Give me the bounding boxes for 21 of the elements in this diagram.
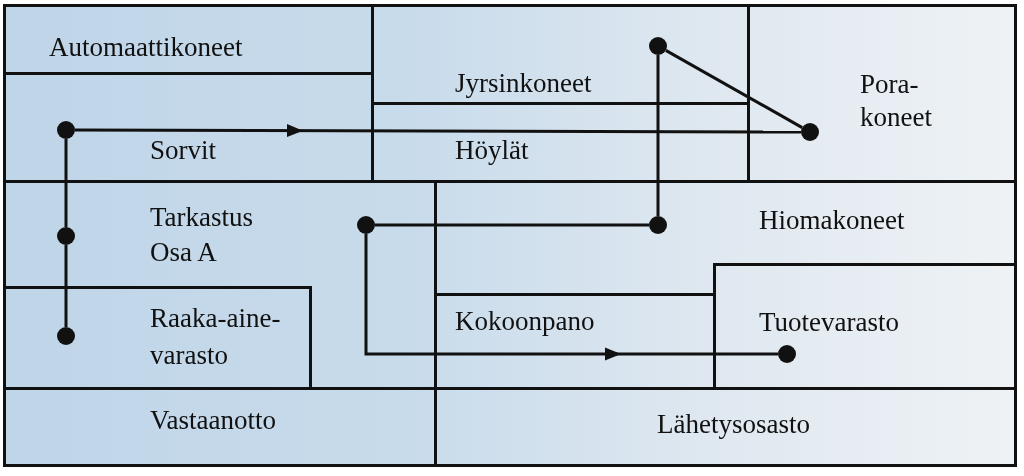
room-label: Jyrsinkoneet xyxy=(455,67,592,100)
room-label: Raaka-aine- varasto xyxy=(150,302,282,372)
flow-line xyxy=(665,49,803,129)
room-label: Hiomakoneet xyxy=(759,204,905,237)
room-label: Automaattikoneet xyxy=(49,31,243,64)
room-label: Höylät xyxy=(455,134,529,167)
flow-line xyxy=(656,55,660,216)
room-label: Pora- koneet xyxy=(860,68,933,134)
flow-line xyxy=(64,245,68,327)
flow-arrow xyxy=(75,124,801,138)
room-label: Tuotevarasto xyxy=(759,306,899,339)
room-area xyxy=(2,3,374,75)
flow-arrow xyxy=(364,234,778,361)
room-label: Lähetysosasto xyxy=(657,408,810,441)
room-label: Kokoonpano xyxy=(455,305,595,338)
flow-line xyxy=(64,139,68,227)
room-label: Osa A xyxy=(150,236,217,269)
flow-line xyxy=(375,223,649,227)
room-label: Sorvit xyxy=(150,134,216,167)
room-label: Tarkastus xyxy=(150,201,254,234)
room-label: Vastaanotto xyxy=(150,404,276,437)
